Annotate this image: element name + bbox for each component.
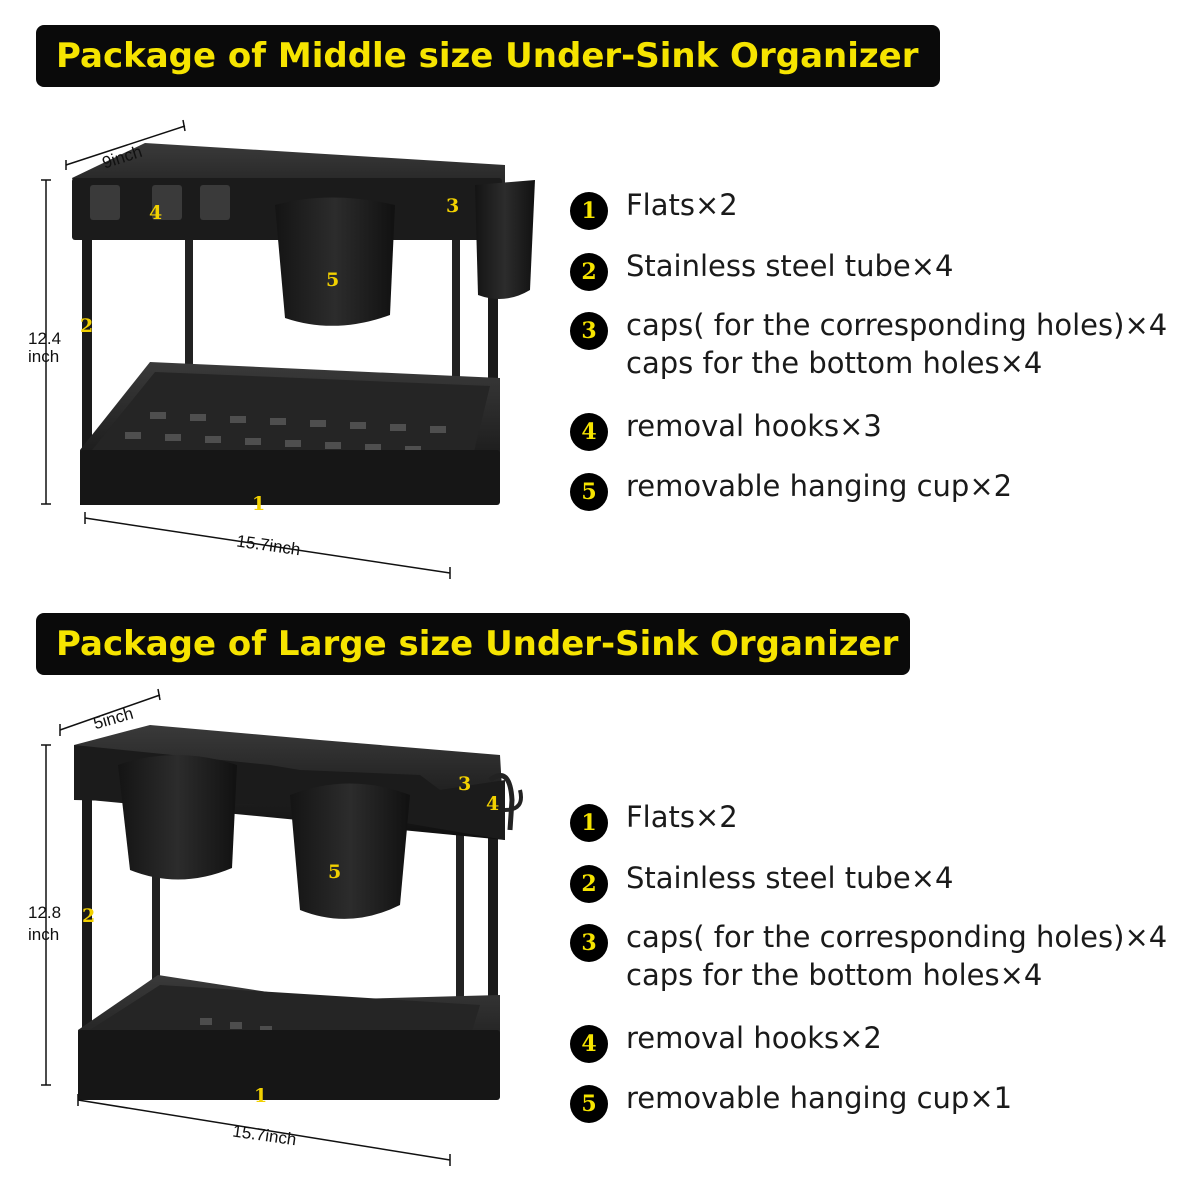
middle-height-label-1: 12.4 [28,329,61,348]
middle-marker-3: 3 [446,195,459,217]
middle-marker-1: 1 [252,493,265,515]
large-height-label-1: 12.8 [28,903,61,922]
number-badge: 5 [570,473,608,511]
number-badge: 1 [570,804,608,842]
large-width-label: 5inch [91,704,135,733]
number-badge: 1 [570,192,608,230]
large-organizer-image [74,725,523,1100]
item-subtext: caps for the bottom holes×4 [626,958,1043,992]
large-marker-4: 4 [486,793,499,815]
item-text: caps( for the corresponding holes)×4 [626,308,1168,342]
middle-dimension-lines [41,119,451,579]
item-text: removal hooks×2 [626,1021,882,1055]
number-badge: 3 [570,312,608,350]
middle-marker-2: 2 [80,315,93,337]
large-length-label: 15.7inch [231,1122,297,1150]
large-marker-1: 1 [254,1085,267,1107]
section-title-middle: Package of Middle size Under-Sink Organi… [36,25,940,87]
number-badge: 5 [570,1085,608,1123]
item-text: Flats×2 [626,800,738,834]
large-marker-3: 3 [458,773,471,795]
middle-marker-4: 4 [149,202,162,224]
item-text: removable hanging cup×2 [626,469,1013,503]
large-dimension-lines [41,688,451,1166]
number-badge: 4 [570,413,608,451]
number-badge: 3 [570,924,608,962]
large-marker-2: 2 [82,905,95,927]
item-text: removal hooks×3 [626,409,882,443]
middle-length-label: 15.7inch [235,532,301,560]
item-text: Flats×2 [626,188,738,222]
number-badge: 2 [570,865,608,903]
item-text: removable hanging cup×1 [626,1081,1013,1115]
item-text: Stainless steel tube×4 [626,861,954,895]
number-badge: 4 [570,1025,608,1063]
middle-marker-5: 5 [326,269,339,291]
section-title-large: Package of Large size Under-Sink Organiz… [36,613,910,675]
item-subtext: caps for the bottom holes×4 [626,346,1043,380]
large-marker-5: 5 [328,861,341,883]
middle-organizer-image [72,143,535,505]
middle-height-label-2: inch [28,347,59,366]
number-badge: 2 [570,253,608,291]
item-text: Stainless steel tube×4 [626,249,954,283]
large-height-label-2: inch [28,925,59,944]
item-text: caps( for the corresponding holes)×4 [626,920,1168,954]
